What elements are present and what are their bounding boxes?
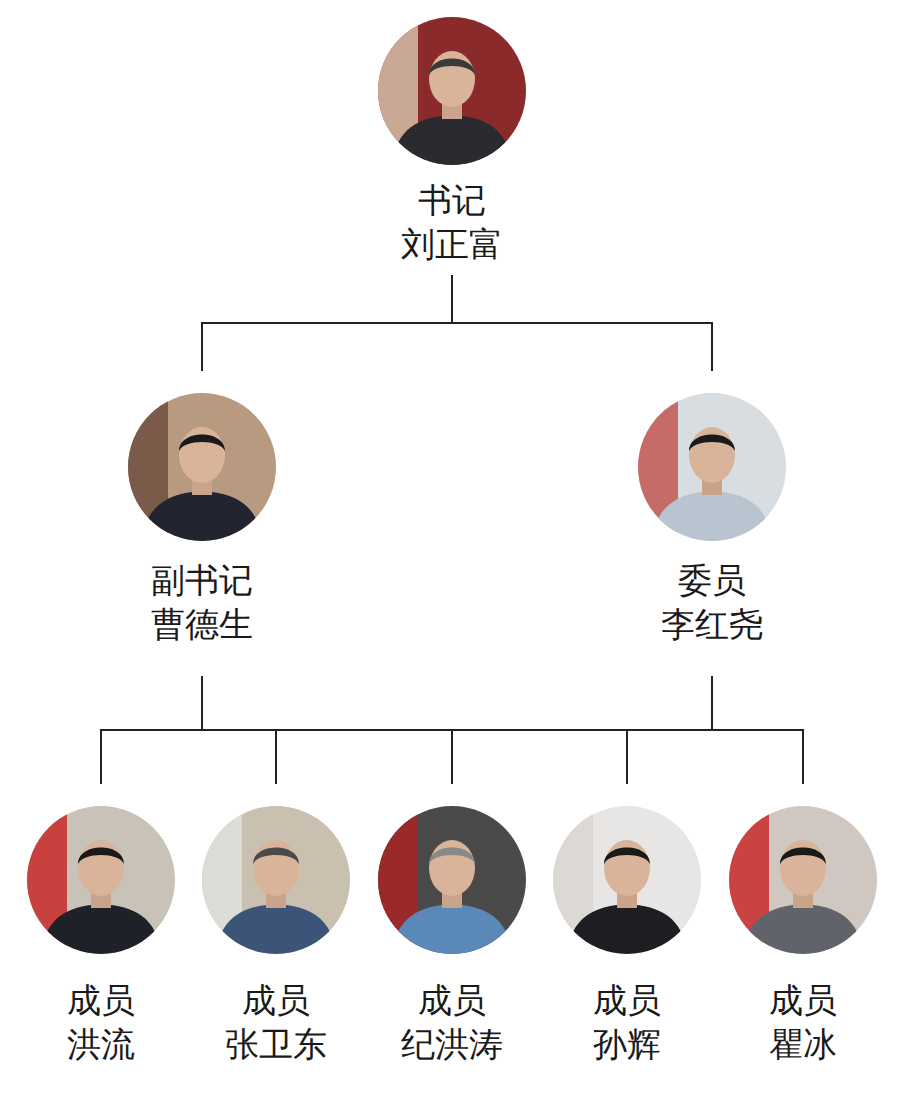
portrait-photo [378, 806, 526, 954]
member-node: 书记刘正富 [372, 17, 532, 275]
person-name: 李红尧 [632, 602, 792, 646]
photo-circle [729, 806, 877, 954]
photo-circle [378, 806, 526, 954]
org-connector [276, 676, 712, 784]
member-node: 委员李红尧 [632, 371, 792, 676]
role-title: 书记 [372, 178, 532, 222]
member-node: 成员瞿冰 [723, 784, 883, 1076]
org-connector [627, 676, 712, 784]
portrait-photo [553, 806, 701, 954]
role-title: 成员 [547, 978, 707, 1022]
person-name: 刘正富 [372, 222, 532, 266]
org-connector [202, 676, 803, 784]
member-node: 成员洪流 [21, 784, 181, 1076]
role-title: 成员 [196, 978, 356, 1022]
org-connector [452, 676, 712, 784]
photo-circle [27, 806, 175, 954]
person-name: 瞿冰 [723, 1022, 883, 1066]
role-title: 委员 [632, 558, 792, 602]
member-node: 副书记曹德生 [122, 371, 282, 676]
role-title: 成员 [372, 978, 532, 1022]
role-title: 成员 [21, 978, 181, 1022]
org-connector [452, 275, 712, 371]
org-connector [202, 275, 452, 371]
person-name: 张卫东 [196, 1022, 356, 1066]
member-node: 成员纪洪涛 [372, 784, 532, 1076]
portrait-photo [27, 806, 175, 954]
portrait-photo [378, 17, 526, 165]
portrait-photo [729, 806, 877, 954]
photo-circle [553, 806, 701, 954]
org-connector [712, 676, 803, 784]
person-name: 洪流 [21, 1022, 181, 1066]
photo-circle [202, 806, 350, 954]
photo-circle [128, 393, 276, 541]
photo-circle [378, 17, 526, 165]
org-connector [101, 676, 712, 784]
photo-circle [638, 393, 786, 541]
person-name: 曹德生 [122, 602, 282, 646]
member-node: 成员孙辉 [547, 784, 707, 1076]
portrait-photo [128, 393, 276, 541]
portrait-photo [202, 806, 350, 954]
person-name: 孙辉 [547, 1022, 707, 1066]
member-node: 成员张卫东 [196, 784, 356, 1076]
person-name: 纪洪涛 [372, 1022, 532, 1066]
role-title: 成员 [723, 978, 883, 1022]
role-title: 副书记 [122, 558, 282, 602]
portrait-photo [638, 393, 786, 541]
